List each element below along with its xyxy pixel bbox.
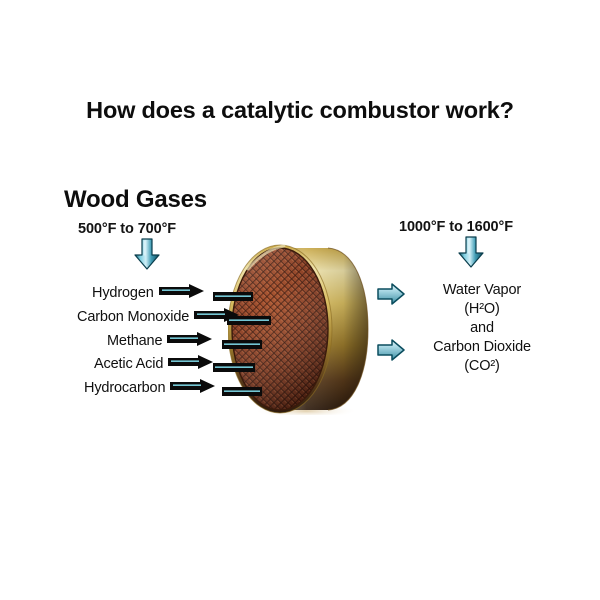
flow-arrow-icon xyxy=(170,378,216,398)
input-temperature-label: 500°F to 700°F xyxy=(78,221,177,237)
flow-bar xyxy=(227,312,271,325)
flow-bar xyxy=(213,359,255,372)
gas-row-hydrogen: Hydrogen xyxy=(92,283,205,303)
output-arrow-icon xyxy=(377,283,405,305)
output-arrow-icon xyxy=(377,339,405,361)
output-line-water-vapor: Water Vapor xyxy=(442,282,522,298)
output-line-co2-formula: (CO²) xyxy=(464,358,500,374)
gas-label: Acetic Acid xyxy=(94,355,164,372)
gas-row-hydrocarbon: Hydrocarbon xyxy=(84,378,216,398)
gas-label: Carbon Monoxide xyxy=(77,308,190,325)
flow-bar xyxy=(213,288,253,301)
gas-label: Hydrogen xyxy=(92,284,154,301)
gas-row-carbon-monoxide: Carbon Monoxide xyxy=(77,307,240,327)
page-title: How does a catalytic combustor work? xyxy=(86,97,514,123)
gas-label: Hydrocarbon xyxy=(84,379,166,396)
output-line-carbon-dioxide: Carbon Dioxide xyxy=(433,339,531,355)
flow-arrow-icon xyxy=(167,331,213,351)
gas-row-acetic-acid: Acetic Acid xyxy=(94,354,214,374)
output-line-water-formula: (H²O) xyxy=(464,301,500,317)
flow-arrow-icon xyxy=(168,354,214,374)
output-line-conjunction: and xyxy=(470,320,494,336)
output-products-block: Water Vapor (H²O) and Carbon Dioxide (CO… xyxy=(402,281,562,376)
down-arrow-icon xyxy=(458,236,484,268)
output-temperature-label: 1000°F to 1600°F xyxy=(399,219,513,235)
gas-row-methane: Methane xyxy=(107,331,213,351)
gas-label: Methane xyxy=(107,332,163,349)
flow-bar xyxy=(222,336,262,349)
flow-arrow-icon xyxy=(158,283,205,303)
catalytic-combustor xyxy=(228,243,378,415)
down-arrow-icon xyxy=(134,238,160,270)
flow-bar xyxy=(222,383,262,396)
wood-gases-heading: Wood Gases xyxy=(64,186,207,213)
